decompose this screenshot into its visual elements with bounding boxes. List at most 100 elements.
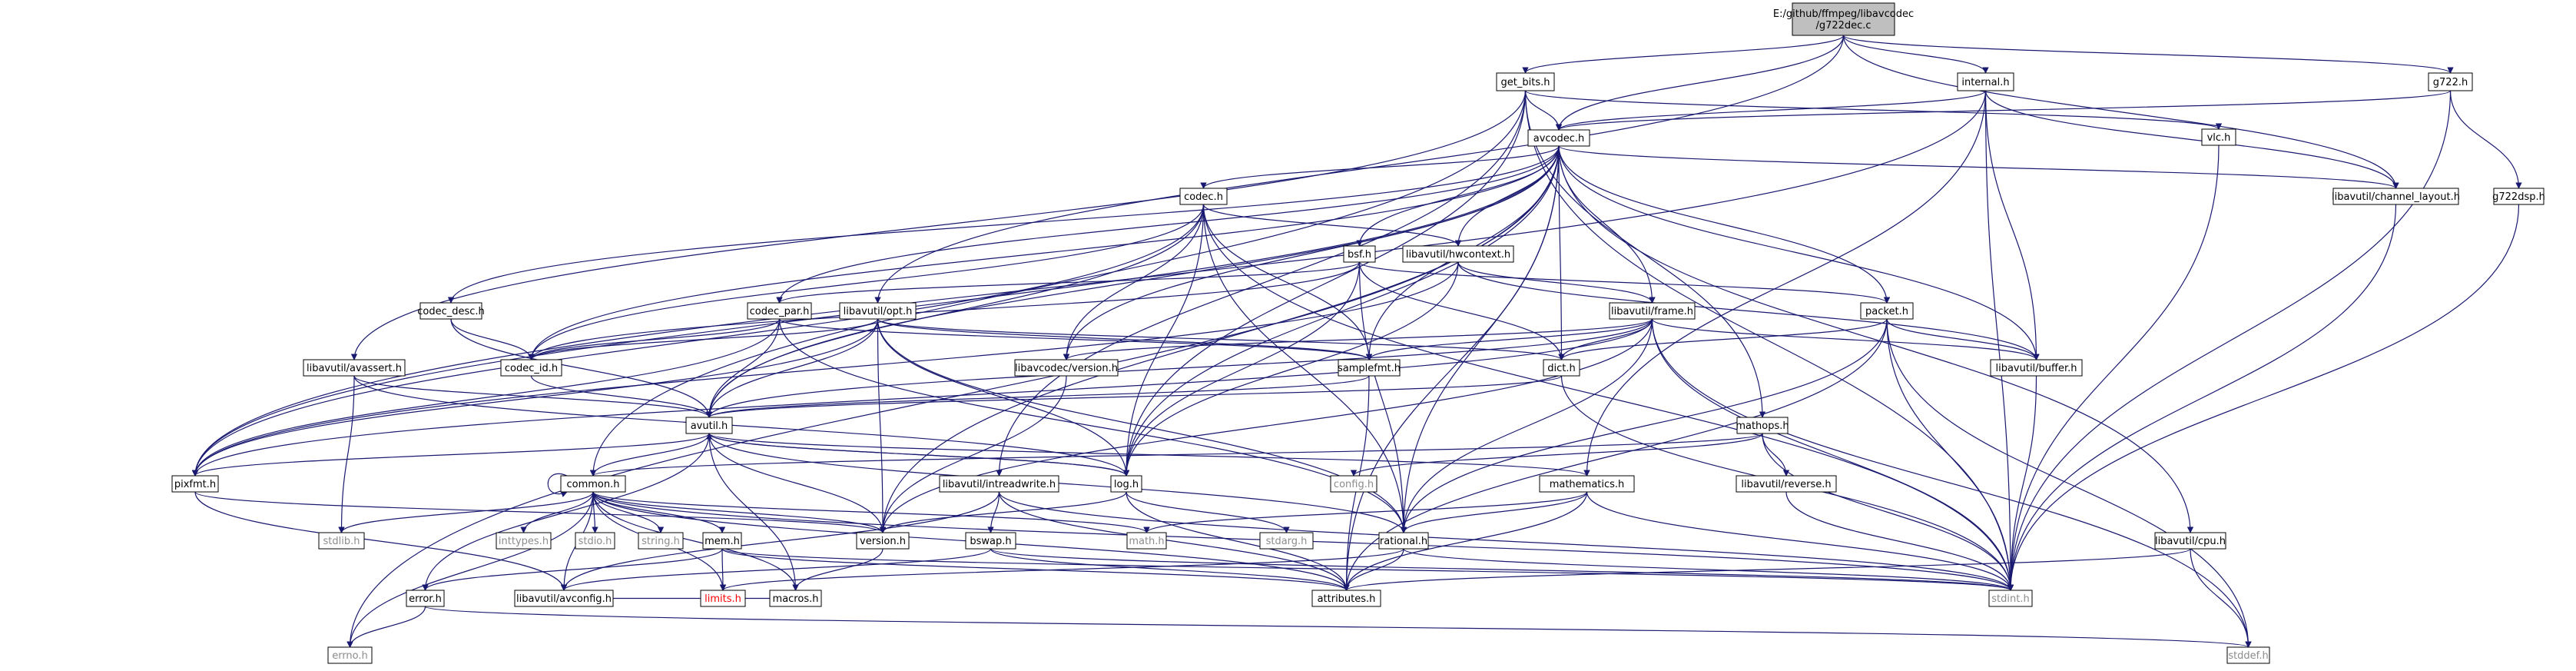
node-label: internal.h — [1961, 77, 2009, 88]
node-avcodec[interactable]: avcodec.h — [1527, 129, 1590, 147]
edge-bsf-to-codec_id — [528, 261, 1361, 360]
node-box — [560, 475, 626, 493]
node-label: pixfmt.h — [174, 479, 216, 490]
edge-avutil-to-error — [422, 433, 710, 591]
node-macros[interactable]: macros.h — [769, 590, 822, 607]
node-opt[interactable]: libavutil/opt.h — [839, 302, 917, 320]
edge-error-to-errno — [346, 606, 426, 648]
node-g722[interactable]: g722.h — [2428, 72, 2473, 91]
node-limits[interactable]: limits.h — [700, 590, 746, 607]
edge-codec_par-to-pixfmt — [191, 318, 781, 477]
edge-avcodec-to-codec — [1200, 145, 1560, 189]
node-box — [1259, 532, 1314, 550]
node-attributes[interactable]: attributes.h — [1311, 590, 1381, 607]
node-label: libavutil/intreadwrite.h — [943, 479, 1056, 490]
node-error[interactable]: error.h — [406, 590, 445, 607]
node-g722dsp[interactable]: g722dsp.h — [2492, 188, 2545, 205]
edge-opt-to-samplefmt — [877, 318, 1373, 360]
node-box — [1110, 475, 1142, 493]
node-pixfmt[interactable]: pixfmt.h — [171, 475, 219, 493]
node-buffer[interactable]: libavutil/buffer.h — [1990, 359, 2083, 377]
node-channel-layout[interactable]: libavutil/channel_layout.h — [2332, 188, 2460, 205]
node-version[interactable]: version.h — [856, 532, 910, 550]
node-box — [500, 359, 562, 377]
node-box — [514, 590, 614, 607]
node-label: bswap.h — [970, 536, 1011, 547]
node-bswap[interactable]: bswap.h — [965, 532, 1016, 550]
node-cpu[interactable]: libavutil/cpu.h — [2154, 532, 2226, 550]
node-errno[interactable]: errno.h — [327, 646, 373, 664]
node-mathops[interactable]: mathops.h — [1736, 417, 1789, 434]
node-rational[interactable]: rational.h — [1378, 532, 1429, 550]
edge-version-to-macros — [792, 548, 884, 591]
node-stdint[interactable]: stdint.h — [1988, 590, 2033, 607]
node-bsf[interactable]: bsf.h — [1343, 245, 1376, 263]
edge-codec-to-rational — [1202, 204, 1407, 533]
node-stdarg[interactable]: stdarg.h — [1259, 532, 1314, 550]
node-box — [1792, 2, 1895, 36]
node-box — [575, 532, 615, 550]
edge-bswap-to-avconfig — [560, 548, 992, 591]
node-label: rational.h — [1380, 536, 1427, 547]
node-samplefmt[interactable]: samplefmt.h — [1338, 359, 1401, 377]
edge-get_bits-to-stdint — [1524, 90, 2014, 591]
node-codec-id[interactable]: codec_id.h — [500, 359, 562, 377]
node-label: /g722dec.c — [1815, 20, 1871, 32]
node-frame[interactable]: libavutil/frame.h — [1609, 302, 1696, 320]
edge-g722-to-g722dsp — [2449, 90, 2522, 189]
node-mathematics[interactable]: mathematics.h — [1539, 475, 1635, 493]
node-config[interactable]: config.h — [1330, 475, 1378, 493]
edge-frame-to-version — [879, 318, 1653, 533]
edge-avassert-to-log — [353, 375, 1130, 477]
edge-avutil-to-mathematics — [708, 433, 1590, 477]
edge-codec-to-samplefmt — [1202, 204, 1373, 360]
node-box — [2332, 188, 2459, 205]
edge-codec_id-to-avutil — [530, 375, 713, 418]
node-box — [1860, 302, 1914, 320]
edge-g722dsp-to-stdint — [2007, 204, 2520, 591]
edge-packet-to-rational — [1400, 318, 1888, 533]
node-string[interactable]: string.h — [638, 532, 684, 550]
edge-avcodec-to-attributes — [1343, 145, 1560, 591]
node-box — [406, 590, 445, 607]
node-vlc[interactable]: vlc.h — [2201, 128, 2236, 146]
node-avconfig[interactable]: libavutil/avconfig.h — [514, 590, 614, 607]
node-log[interactable]: log.h — [1110, 475, 1142, 493]
edge-root-to-channel_layout — [1842, 35, 2399, 189]
node-intreadwrite[interactable]: libavutil/intreadwrite.h — [939, 475, 1059, 493]
edge-frame-to-lc_version — [1063, 318, 1653, 360]
node-stdlib[interactable]: stdlib.h — [318, 532, 365, 550]
edge-reverse-to-stdint — [1785, 491, 2014, 591]
node-dict[interactable]: dict.h — [1543, 359, 1580, 377]
edge-avcodec-to-codec_id — [528, 145, 1560, 360]
node-common[interactable]: common.h — [560, 475, 626, 493]
edge-avassert-to-avutil — [353, 375, 713, 418]
edge-avcodec-to-log — [1122, 145, 1560, 477]
edge-root-to-avcodec — [1555, 35, 1845, 131]
edge-common-to-mem — [592, 491, 726, 533]
edge-intreadwrite-to-bswap — [987, 491, 1000, 533]
node-stddef[interactable]: stddef.h — [2226, 646, 2270, 664]
node-avutil[interactable]: avutil.h — [685, 417, 733, 434]
node-box — [1402, 245, 1514, 263]
node-label: version.h — [860, 536, 906, 547]
node-mem[interactable]: mem.h — [702, 532, 742, 550]
node-label: math.h — [1129, 536, 1164, 547]
node-codec-par[interactable]: codec_par.h — [747, 302, 812, 320]
node-packet[interactable]: packet.h — [1860, 302, 1914, 320]
node-get-bits[interactable]: get_bits.h — [1496, 72, 1555, 91]
node-hwcontext[interactable]: libavutil/hwcontext.h — [1402, 245, 1514, 263]
node-reverse[interactable]: libavutil/reverse.h — [1736, 475, 1837, 493]
node-label: packet.h — [1865, 306, 1908, 317]
edge-codec_par-to-samplefmt — [778, 318, 1372, 360]
node-box — [685, 417, 733, 434]
node-inttypes[interactable]: inttypes.h — [496, 532, 552, 550]
node-stdio[interactable]: stdio.h — [575, 532, 615, 550]
node-box — [1609, 302, 1696, 320]
node-math[interactable]: math.h — [1126, 532, 1167, 550]
node-internal[interactable]: internal.h — [1957, 72, 2014, 91]
node-lc-version[interactable]: libavcodec/version.h — [1014, 359, 1119, 377]
node-codec[interactable]: codec.h — [1179, 188, 1228, 205]
node-avassert[interactable]: libavutil/avassert.h — [303, 359, 406, 377]
node-codec-desc[interactable]: codec_desc.h — [417, 302, 485, 320]
